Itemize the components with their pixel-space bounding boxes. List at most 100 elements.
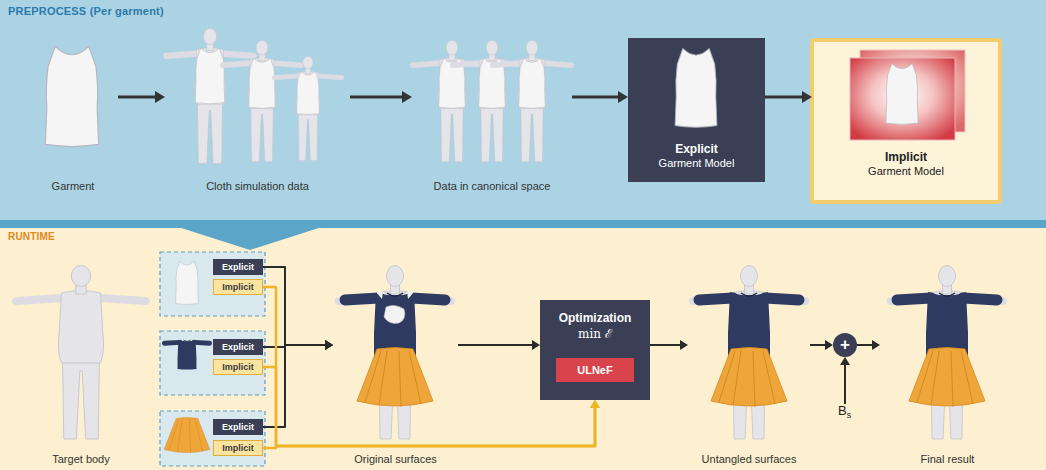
node-text: Implicit (222, 282, 254, 292)
node-text: Explicit (222, 422, 254, 432)
connector (263, 340, 333, 427)
connector (118, 91, 165, 103)
sum-circle: + (833, 333, 857, 357)
simulation-figures (166, 28, 341, 163)
connector (572, 91, 628, 103)
arrowhead (825, 340, 833, 350)
figure-node: Final result (880, 252, 1015, 468)
node-text: Original surfaces (354, 453, 437, 466)
connector (857, 340, 880, 350)
connector-line (857, 344, 874, 346)
connector (840, 357, 850, 404)
node-text: Implicit (222, 362, 254, 372)
connector (650, 340, 688, 350)
figure-node: Garment (28, 40, 118, 195)
figure-node: Original surfaces (333, 252, 458, 468)
canonical-figures (413, 40, 571, 161)
arrowhead (402, 91, 412, 103)
connector (263, 267, 333, 350)
pointer-triangle (175, 226, 325, 250)
node-text: Untangled surfaces (702, 453, 797, 466)
connector-line (263, 267, 327, 345)
arrowhead (680, 340, 688, 350)
implicit-model-panel (812, 40, 1000, 202)
node-text: Explicit (675, 142, 718, 156)
ulnef-box: ULNeF (556, 358, 634, 382)
connector-line (350, 96, 404, 99)
arrowhead (155, 91, 165, 103)
node-text: Garment Model (659, 156, 735, 170)
node-text: Explicit (222, 342, 254, 352)
target-body-figure (17, 266, 146, 440)
arrowhead (618, 91, 628, 103)
node-text: Implicit (885, 150, 927, 164)
arrowhead (590, 400, 600, 408)
runtime-band (0, 228, 1046, 470)
figure-node: Data in canonical space (412, 22, 572, 195)
explicit-tag: Explicit (213, 259, 263, 275)
node-text: PREPROCESS (Per garment) (8, 5, 1038, 17)
separator (0, 220, 1046, 228)
original-surfaces-figure (339, 266, 451, 440)
node-text: Garment Model (868, 164, 944, 178)
optimization-box: Optimizationmin ℰ ULNeF (540, 300, 650, 400)
arrowhead (325, 340, 333, 350)
explicit-tag: Explicit (213, 339, 263, 355)
arrowhead (590, 400, 600, 408)
node-text: Final result (921, 453, 975, 466)
node-text: Data in canonical space (434, 180, 551, 193)
node-text: + (840, 336, 850, 353)
implicit-model-box: ImplicitGarment Model (812, 40, 1000, 202)
connector (810, 340, 833, 350)
node-text: s (847, 411, 852, 420)
node-text: Target body (52, 453, 109, 466)
section-band: RUNTIMETarget bodyExplicitImplicitExplic… (0, 228, 1046, 470)
arrowhead (872, 340, 880, 350)
node-text: ULNeF (577, 364, 612, 377)
connector-line (650, 344, 682, 346)
connector-line (844, 363, 846, 404)
explicit-model-box: ExplicitGarment Model (628, 38, 765, 182)
connector-line (458, 344, 534, 346)
garment-icons (164, 262, 210, 454)
implicit-tag: Implicit (213, 359, 263, 375)
node-text: Optimization (559, 311, 632, 326)
implicit-tag: Implicit (213, 440, 263, 456)
shape-term: Bs (838, 404, 851, 418)
arrowhead (590, 400, 600, 408)
section-band: PREPROCESS (Per garment) Garment Cloth sim… (0, 0, 1046, 222)
connector-line (118, 96, 157, 99)
figure-node: Untangled surfaces (688, 252, 810, 468)
connector-line (263, 406, 595, 448)
node-text: Cloth simulation data (206, 180, 309, 193)
connector-line (572, 96, 620, 99)
untangled-surfaces-figure (693, 266, 805, 440)
figure-node: Cloth simulation data (165, 22, 350, 195)
figure-node: Target body (22, 252, 140, 468)
connector-line (810, 344, 827, 346)
connector (458, 340, 540, 350)
node-text: B (838, 404, 847, 418)
node-text: min ℰ (578, 326, 612, 342)
implicit-tag: Implicit (213, 279, 263, 295)
garment-groups (160, 252, 265, 466)
arrowhead (325, 340, 333, 350)
connector (765, 91, 812, 103)
connector (263, 400, 600, 448)
connector-line (765, 96, 804, 99)
connector (350, 91, 412, 103)
node-text: Garment (52, 180, 95, 193)
connector-line (263, 345, 327, 427)
explicit-model-panel (628, 38, 765, 182)
node-text: Explicit (222, 262, 254, 272)
arrowhead (532, 340, 540, 350)
arrowhead (840, 357, 850, 365)
node-text: RUNTIME (8, 231, 1038, 242)
explicit-tag: Explicit (213, 419, 263, 435)
arrowhead (802, 91, 812, 103)
final-result-figure (891, 266, 1003, 440)
preprocess-band (0, 0, 1046, 222)
arrowhead (325, 340, 333, 350)
